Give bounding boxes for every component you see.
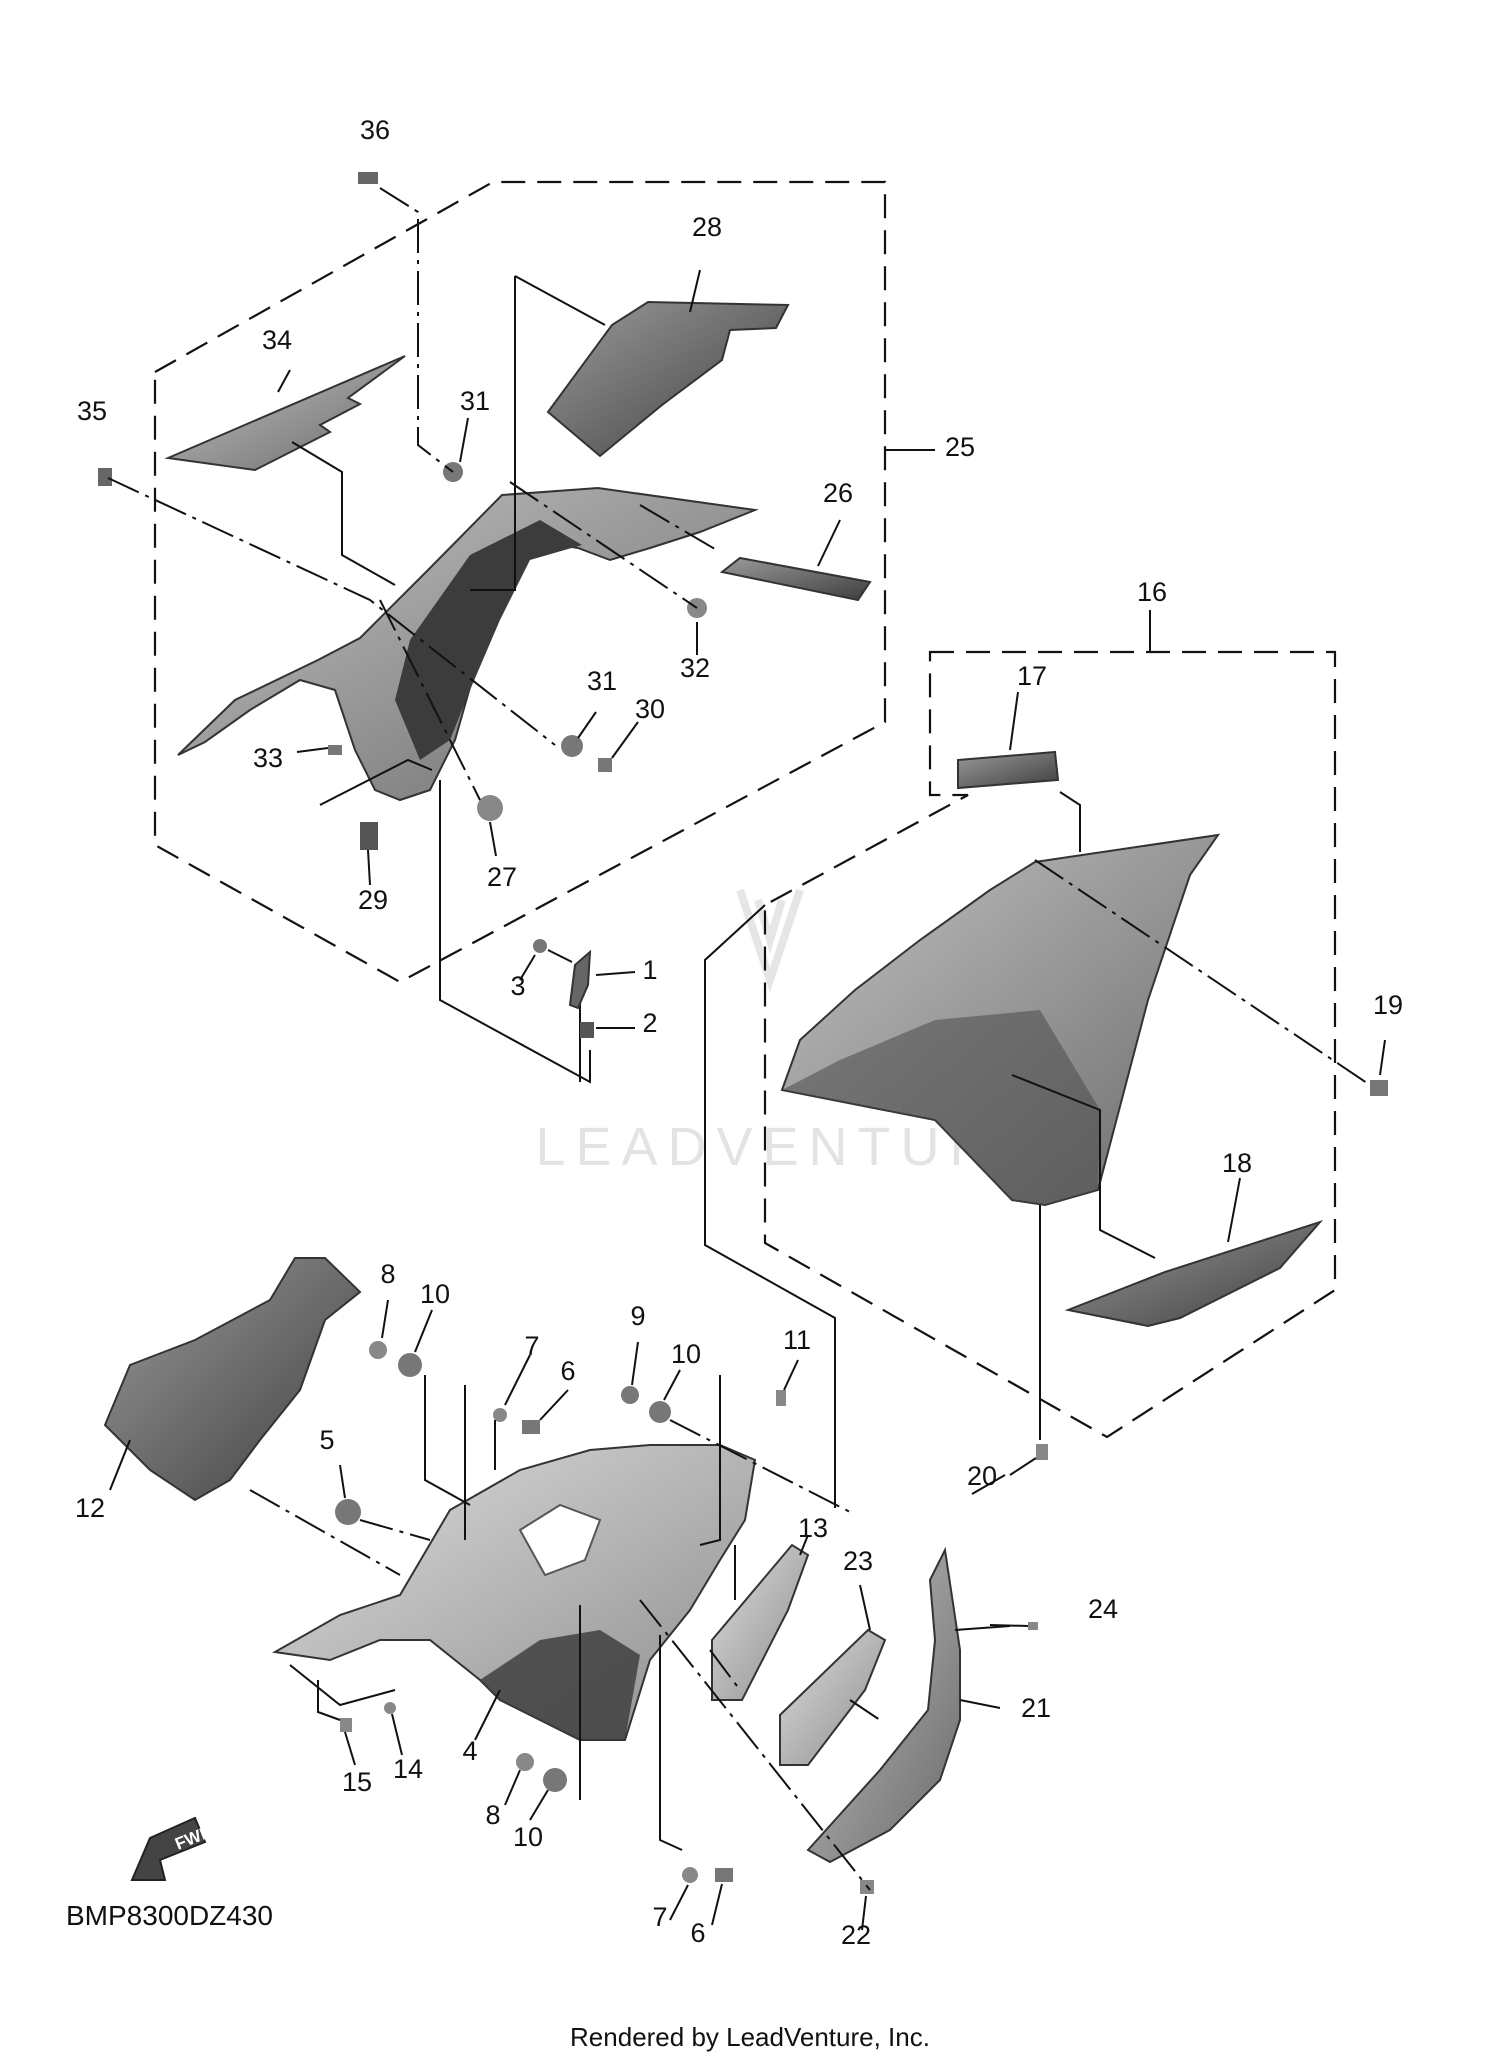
callouts: 36 28 34 35 31 25 26 32 31 30 33 27 29 1… bbox=[75, 115, 1403, 1950]
callout-16[interactable]: 16 bbox=[1137, 577, 1167, 607]
callout-11[interactable]: 11 bbox=[783, 1325, 811, 1355]
part-6-bolt[interactable] bbox=[522, 1420, 540, 1434]
part-35-bolt[interactable] bbox=[98, 468, 112, 486]
part-8-collar-b[interactable] bbox=[516, 1753, 534, 1771]
callout-15[interactable]: 15 bbox=[342, 1767, 372, 1797]
callout-9[interactable]: 9 bbox=[630, 1301, 645, 1331]
part-7-washer[interactable] bbox=[493, 1408, 507, 1422]
callout-7[interactable]: 7 bbox=[524, 1331, 539, 1361]
part-14-bolt[interactable] bbox=[384, 1702, 396, 1714]
part-17-decal[interactable] bbox=[957, 750, 1060, 790]
part-23-strip[interactable] bbox=[779, 1628, 887, 1766]
fwd-arrow: FWD bbox=[130, 1816, 215, 1881]
callout-32[interactable]: 32 bbox=[680, 653, 710, 683]
part-1-bracket[interactable] bbox=[568, 949, 592, 1010]
part-9-bolt[interactable] bbox=[621, 1386, 639, 1404]
callout-35[interactable]: 35 bbox=[77, 396, 107, 426]
part-5-grommet[interactable] bbox=[335, 1499, 361, 1525]
side-panel-shading bbox=[782, 1010, 1100, 1205]
part-10-grommet[interactable] bbox=[398, 1353, 422, 1377]
callout-7-b[interactable]: 7 bbox=[652, 1902, 667, 1932]
part-31-grommet-b[interactable] bbox=[561, 735, 583, 757]
upper-cowl-inner bbox=[395, 520, 582, 760]
part-2-nut[interactable] bbox=[580, 1022, 594, 1038]
callout-17[interactable]: 17 bbox=[1017, 661, 1047, 691]
callout-27[interactable]: 27 bbox=[487, 862, 517, 892]
part-18-decal[interactable] bbox=[1064, 1219, 1324, 1328]
part-33-clip[interactable] bbox=[328, 745, 342, 755]
callout-8-b[interactable]: 8 bbox=[485, 1800, 500, 1830]
callout-20[interactable]: 20 bbox=[967, 1461, 997, 1491]
callout-1[interactable]: 1 bbox=[642, 955, 657, 985]
callout-18[interactable]: 18 bbox=[1222, 1148, 1252, 1178]
callout-31[interactable]: 31 bbox=[460, 386, 490, 416]
callout-3[interactable]: 3 bbox=[510, 971, 525, 1001]
part-29-pad[interactable] bbox=[360, 822, 378, 850]
mount-parts-1-3 bbox=[519, 939, 636, 1038]
part-26-decal[interactable] bbox=[719, 556, 872, 602]
part-3-bolt[interactable] bbox=[533, 939, 547, 953]
callout-12[interactable]: 12 bbox=[75, 1493, 105, 1523]
part-13-strip[interactable] bbox=[711, 1543, 810, 1701]
callout-10-b[interactable]: 10 bbox=[671, 1339, 701, 1369]
part-28-cover[interactable] bbox=[546, 300, 790, 458]
callout-22[interactable]: 22 bbox=[841, 1920, 871, 1950]
part-19-bolt[interactable] bbox=[1370, 1080, 1388, 1096]
callout-21[interactable]: 21 bbox=[1021, 1693, 1051, 1723]
part-12-duct[interactable] bbox=[103, 1257, 362, 1502]
callout-30[interactable]: 30 bbox=[635, 694, 665, 724]
lower-assembly bbox=[103, 1257, 1038, 1931]
assembly-group-25 bbox=[98, 172, 935, 1084]
callout-26[interactable]: 26 bbox=[823, 478, 853, 508]
callout-36[interactable]: 36 bbox=[360, 115, 390, 145]
part-20-clip[interactable] bbox=[1036, 1444, 1048, 1460]
part-10-grommet-b[interactable] bbox=[649, 1401, 671, 1423]
callout-5[interactable]: 5 bbox=[319, 1425, 334, 1455]
callout-23[interactable]: 23 bbox=[843, 1546, 873, 1576]
callout-6-b[interactable]: 6 bbox=[690, 1918, 705, 1948]
callout-14[interactable]: 14 bbox=[393, 1754, 423, 1784]
footer-credit: Rendered by LeadVenture, Inc. bbox=[570, 2022, 930, 2052]
callout-28[interactable]: 28 bbox=[692, 212, 722, 242]
callout-24[interactable]: 24 bbox=[1088, 1594, 1118, 1624]
callout-13[interactable]: 13 bbox=[798, 1513, 828, 1543]
callout-25[interactable]: 25 bbox=[945, 432, 975, 462]
part-24-clip[interactable] bbox=[1028, 1622, 1038, 1630]
callout-10[interactable]: 10 bbox=[420, 1279, 450, 1309]
callout-4[interactable]: 4 bbox=[462, 1736, 477, 1766]
part-4-frame-shadow bbox=[480, 1630, 640, 1740]
part-4-frame-cutout bbox=[518, 1503, 602, 1577]
part-27-grommet[interactable] bbox=[477, 795, 503, 821]
callout-19[interactable]: 19 bbox=[1373, 990, 1403, 1020]
callout-31-b[interactable]: 31 bbox=[587, 666, 617, 696]
callout-29[interactable]: 29 bbox=[358, 885, 388, 915]
part-11-clip[interactable] bbox=[776, 1390, 786, 1406]
part-34-decal[interactable] bbox=[164, 355, 406, 472]
part-10-grommet-c[interactable] bbox=[543, 1768, 567, 1792]
callout-6[interactable]: 6 bbox=[560, 1356, 575, 1386]
callout-2[interactable]: 2 bbox=[642, 1008, 657, 1038]
part-30-nut[interactable] bbox=[598, 758, 612, 772]
assembly-group-16 bbox=[763, 610, 1388, 1476]
part-21-lower-cowl[interactable] bbox=[806, 1546, 961, 1864]
part-7-washer-b[interactable] bbox=[682, 1867, 698, 1883]
diagram-code: BMP8300DZ430 bbox=[66, 1900, 273, 1931]
part-15-clip[interactable] bbox=[340, 1718, 352, 1732]
part-36-bolt[interactable] bbox=[358, 172, 378, 184]
part-6-bolt-b[interactable] bbox=[715, 1868, 733, 1882]
callout-8[interactable]: 8 bbox=[380, 1259, 395, 1289]
part-8-collar[interactable] bbox=[369, 1341, 387, 1359]
callout-10-c[interactable]: 10 bbox=[513, 1822, 543, 1852]
callout-34[interactable]: 34 bbox=[262, 325, 292, 355]
callout-33[interactable]: 33 bbox=[253, 743, 283, 773]
